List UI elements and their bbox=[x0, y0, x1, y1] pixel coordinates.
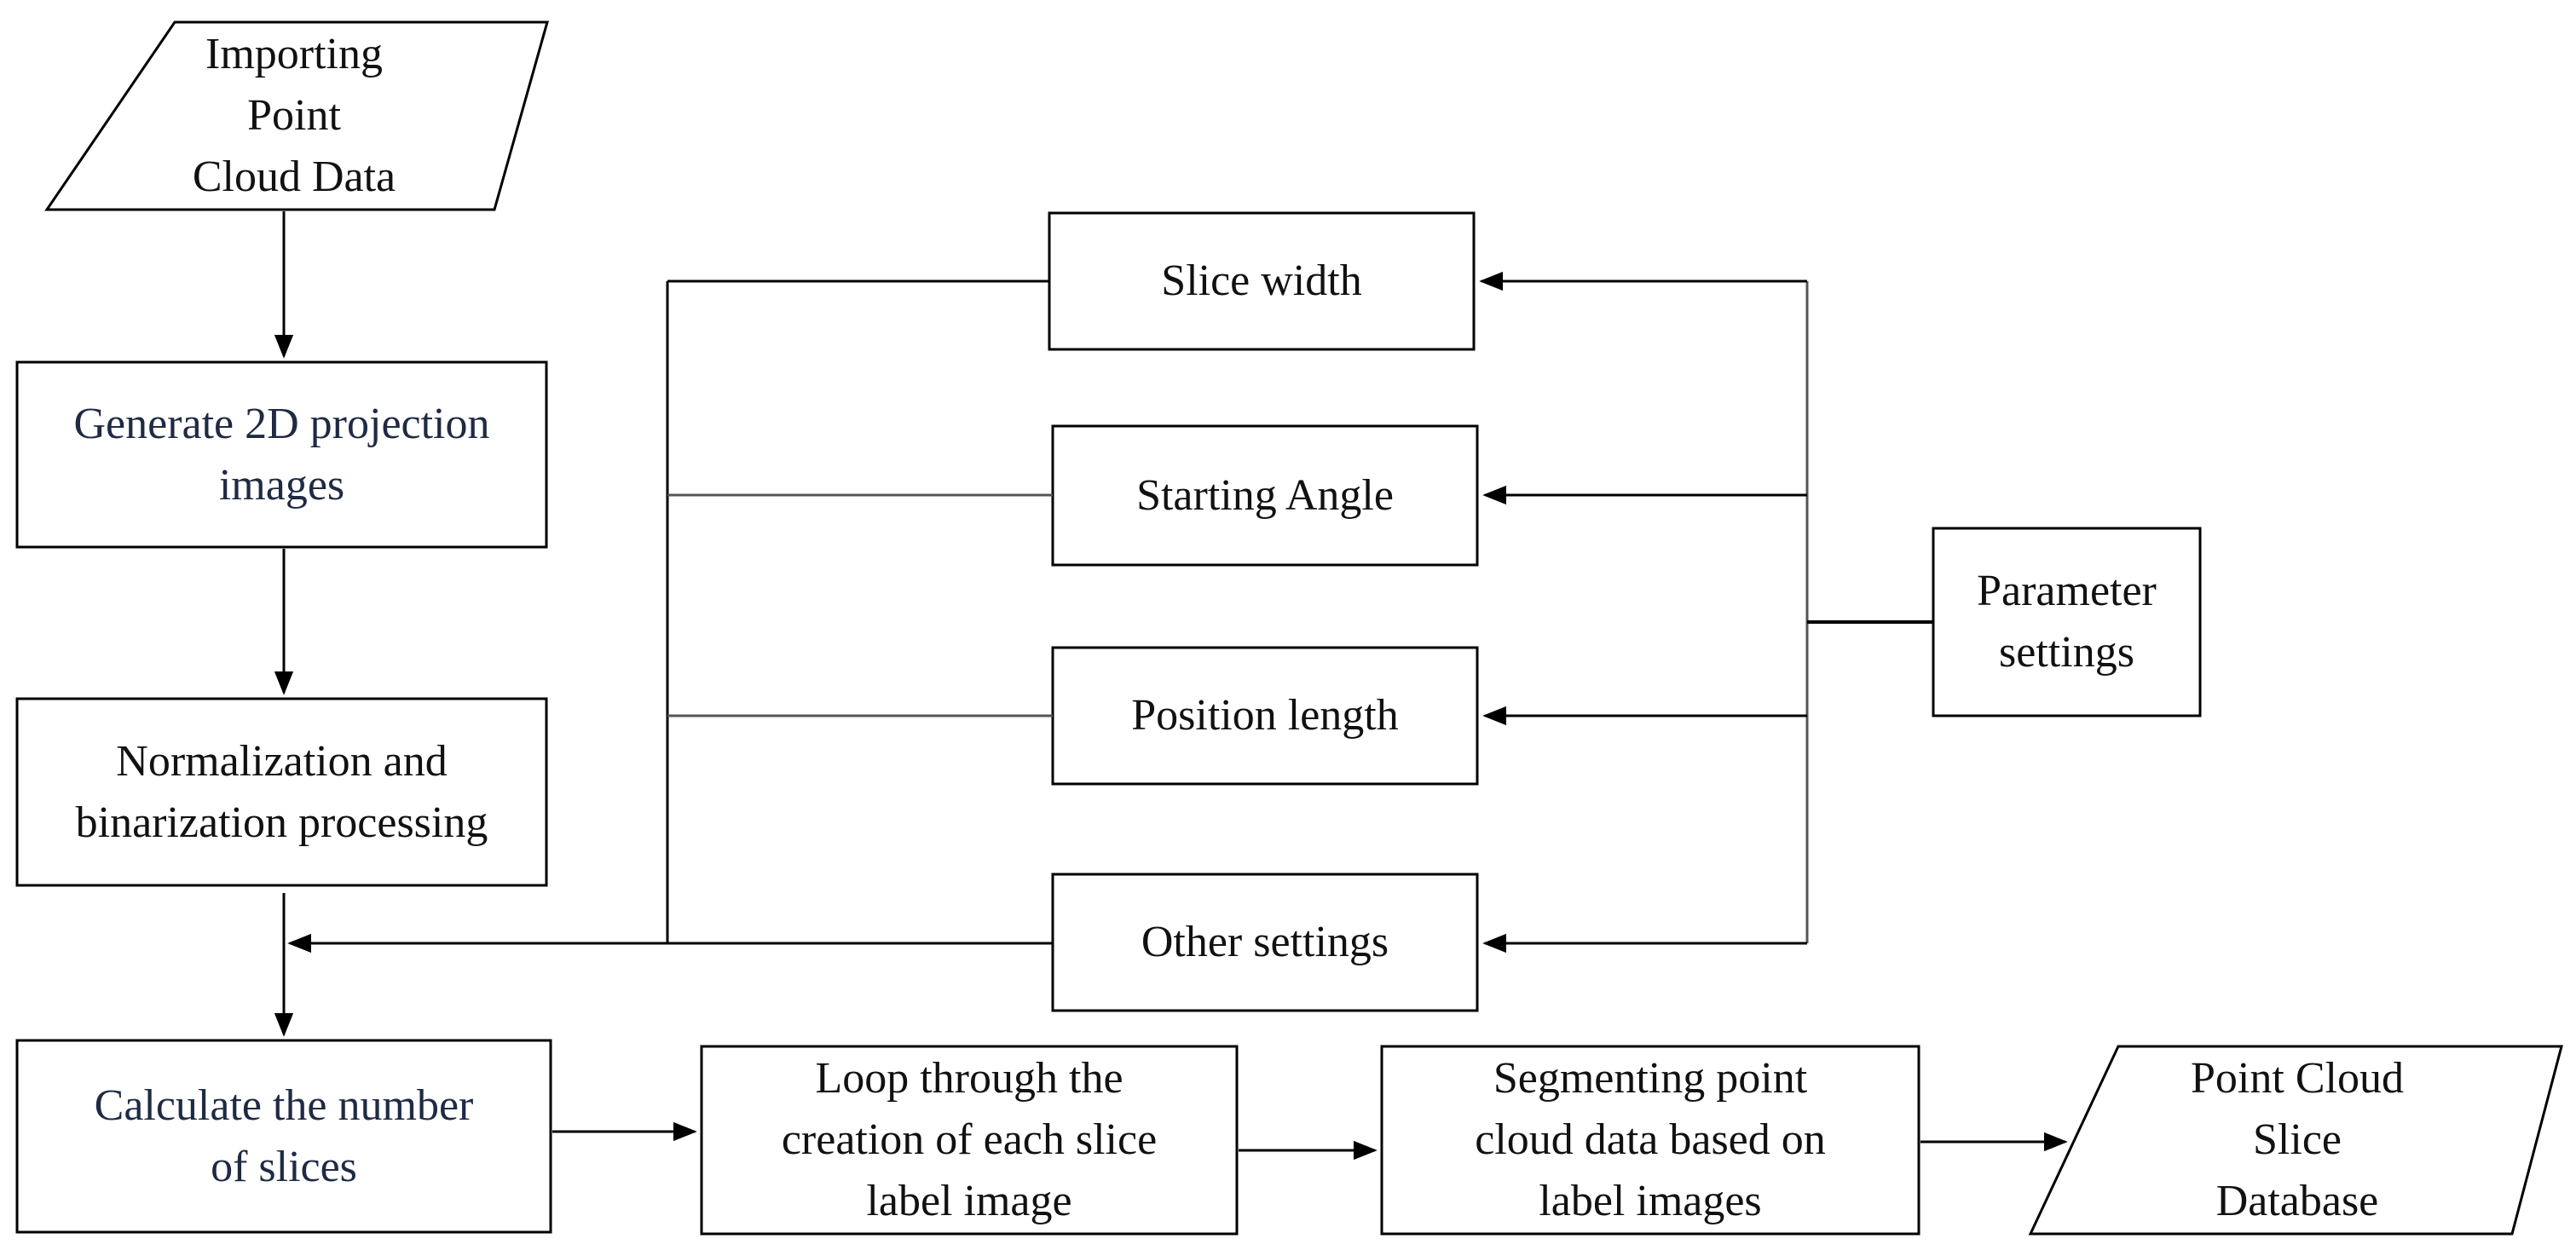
slice-width-label: Slice width bbox=[1161, 256, 1362, 305]
projection-label: Generate 2D projection images bbox=[73, 399, 490, 510]
other-settings-box bbox=[1051, 873, 1479, 1012]
starting-angle-label: Starting Angle bbox=[1136, 470, 1394, 520]
segment-label: Segmenting point cloud data based on lab… bbox=[1475, 1054, 1826, 1225]
other-settings-label: Other settings bbox=[1141, 918, 1389, 966]
import-label: Importing Point Cloud Data bbox=[192, 30, 396, 201]
calculate-label: Calculate the number of slices bbox=[94, 1080, 474, 1191]
loop-label: Loop through the creation of each slice … bbox=[781, 1054, 1158, 1225]
parameter-settings-label: Parameter settings bbox=[1977, 567, 2157, 677]
position-length-label: Position length bbox=[1131, 691, 1399, 740]
starting-angle-box bbox=[1051, 424, 1479, 567]
import-parallelogram bbox=[44, 20, 549, 211]
loop-box bbox=[700, 1045, 1239, 1236]
normalization-box bbox=[15, 697, 548, 887]
database-label: Point Cloud Slice Database bbox=[2191, 1054, 2404, 1225]
database-parallelogram bbox=[2028, 1045, 2563, 1236]
slice-width-box bbox=[1048, 211, 1476, 351]
segment-box bbox=[1380, 1045, 1920, 1236]
calculate-box bbox=[15, 1039, 552, 1234]
projection-box bbox=[15, 360, 548, 549]
parameter-settings-box bbox=[1932, 527, 2202, 717]
normalization-label: Normalization and binarization processin… bbox=[75, 736, 488, 847]
